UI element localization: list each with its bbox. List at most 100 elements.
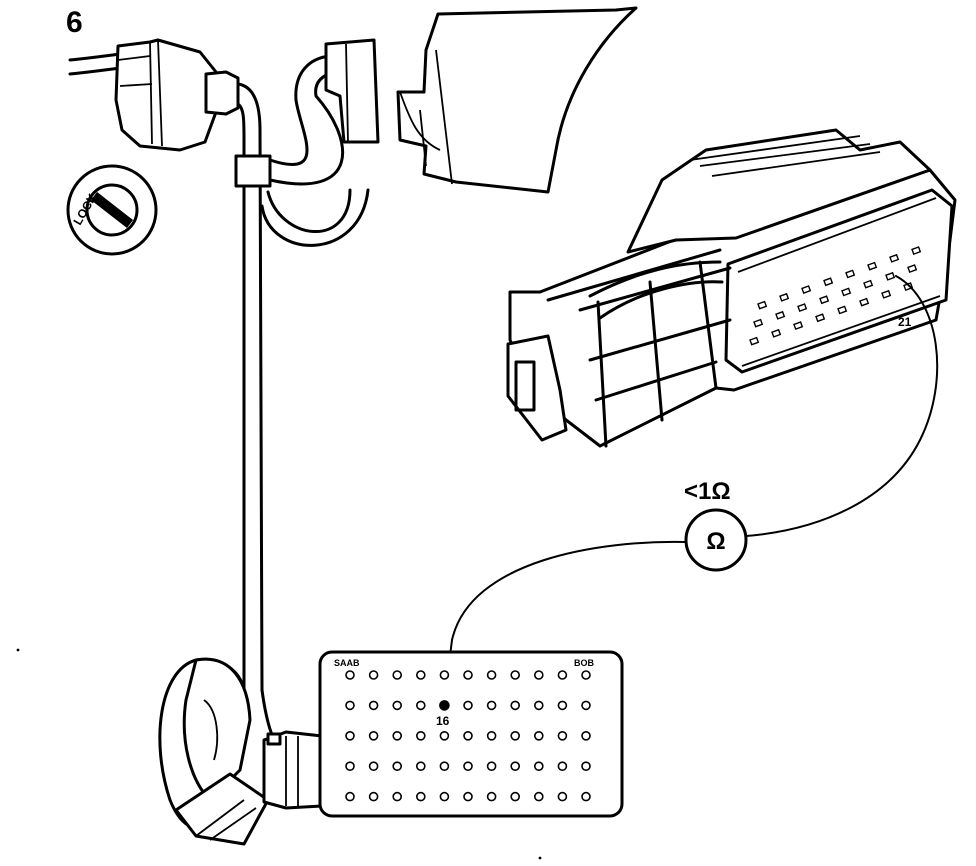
breakout-brand-right: BOB <box>574 658 595 668</box>
breakout-box-icon <box>318 650 624 818</box>
breakout-pin <box>486 791 497 802</box>
breakout-pin <box>345 700 355 711</box>
connector-pin-cavity <box>749 336 760 346</box>
breakout-pin <box>345 761 355 772</box>
connector-pin-cavity <box>845 269 856 279</box>
breakout-pin <box>486 730 497 741</box>
breakout-pin <box>392 791 403 802</box>
breakout-pin <box>392 761 403 772</box>
connector-pin-cavity <box>863 279 874 289</box>
breakout-pin <box>486 700 497 711</box>
breakout-pin <box>533 761 544 772</box>
breakout-pin <box>510 700 521 711</box>
breakout-pin <box>581 670 591 680</box>
breakout-pin <box>415 730 426 741</box>
upper-connector-left <box>114 38 240 152</box>
breakout-pin <box>581 791 591 802</box>
breakout-pin <box>392 670 403 680</box>
breakout-pin <box>415 791 426 802</box>
ohmmeter-icon: Ω <box>684 508 748 572</box>
breakout-pin <box>486 670 497 680</box>
connector-pin-cavity <box>771 328 782 338</box>
breakout-pin <box>415 761 426 772</box>
breakout-brand-left: SAAB <box>334 658 360 668</box>
breakout-pin <box>463 761 473 772</box>
breakout-pin <box>510 670 521 680</box>
connector-pin-cavity <box>797 303 808 312</box>
breakout-pin-probed <box>439 700 450 711</box>
breakout-pin <box>510 761 521 772</box>
breakout-pin <box>415 700 426 711</box>
connector-pin-cavity <box>859 297 870 307</box>
breakout-pin <box>345 670 355 680</box>
connector-pin-cavity <box>885 271 896 281</box>
connector-pin-cavity <box>907 264 918 273</box>
resistance-reading: <1Ω <box>684 478 731 505</box>
connector-pin-cavity <box>801 285 812 294</box>
harness-cable-top <box>68 52 122 76</box>
breakout-pin <box>533 730 544 741</box>
dash-panel-piece <box>396 6 638 194</box>
test-lead-to-breakout-box <box>443 540 687 705</box>
ignition-lock-icon <box>66 164 158 256</box>
connector-pin-cavity <box>753 318 764 328</box>
breakout-pin <box>557 730 568 741</box>
harness-cable-vertical <box>234 82 272 692</box>
breakout-pin <box>439 761 450 772</box>
s-cable <box>260 54 370 247</box>
breakout-pin <box>510 791 521 802</box>
connector-pin-cavity <box>819 295 830 305</box>
breakout-pin <box>368 791 379 802</box>
speck <box>16 648 20 652</box>
connector-pin-cavity <box>793 321 804 330</box>
breakout-pin <box>533 791 544 802</box>
connector-pin-cavity <box>841 287 852 297</box>
connector-pin-cavity <box>757 300 768 310</box>
connector-pin-cavity <box>779 292 790 302</box>
breakout-pin <box>345 730 355 741</box>
breakout-pin <box>533 700 544 711</box>
connector-pin-cavity <box>867 261 878 271</box>
breakout-pin <box>581 700 591 711</box>
breakout-pin <box>463 670 473 680</box>
breakout-pin <box>368 670 379 680</box>
connector-pin-cavity <box>815 313 826 323</box>
breakout-pin <box>392 730 403 741</box>
lower-cable-loop <box>158 657 282 846</box>
connector-pin-cavity <box>823 277 834 287</box>
breakout-pin <box>533 670 544 680</box>
breakout-pin <box>581 761 591 772</box>
breakout-pin <box>557 761 568 772</box>
breakout-pin <box>463 791 473 802</box>
breakout-pin <box>581 730 591 741</box>
breakout-pin <box>415 670 426 680</box>
breakout-box-plug <box>262 730 324 810</box>
test-lead-to-connector <box>745 275 939 537</box>
breakout-pin <box>463 700 473 711</box>
connector-pin-cavity <box>775 310 786 320</box>
breakout-pin <box>486 761 497 772</box>
breakout-pin <box>439 730 450 741</box>
connector-pin-label: 21 <box>898 315 912 329</box>
breakout-pin <box>439 670 450 680</box>
upper-connector-middle <box>324 38 380 144</box>
breakout-pin <box>557 700 568 711</box>
breakout-pin <box>557 670 568 680</box>
breakout-pin <box>368 730 379 741</box>
breakout-pin <box>439 791 450 802</box>
breakout-pin <box>557 791 568 802</box>
connector-pin-cavity <box>837 305 848 315</box>
breakout-pin <box>345 791 355 802</box>
breakout-pin <box>368 761 379 772</box>
connector-pin-cavity <box>881 289 892 299</box>
step-number: 6 <box>66 6 83 39</box>
probe-pin-label: 16 <box>436 714 450 728</box>
connector-pin-cavity <box>889 253 900 263</box>
breakout-pin <box>368 700 379 711</box>
breakout-pin <box>510 730 521 741</box>
connector-pin-cavity <box>911 246 922 255</box>
speck <box>538 856 542 860</box>
ohmmeter-symbol: Ω <box>706 528 725 555</box>
ecu-connector-icon <box>506 128 957 448</box>
